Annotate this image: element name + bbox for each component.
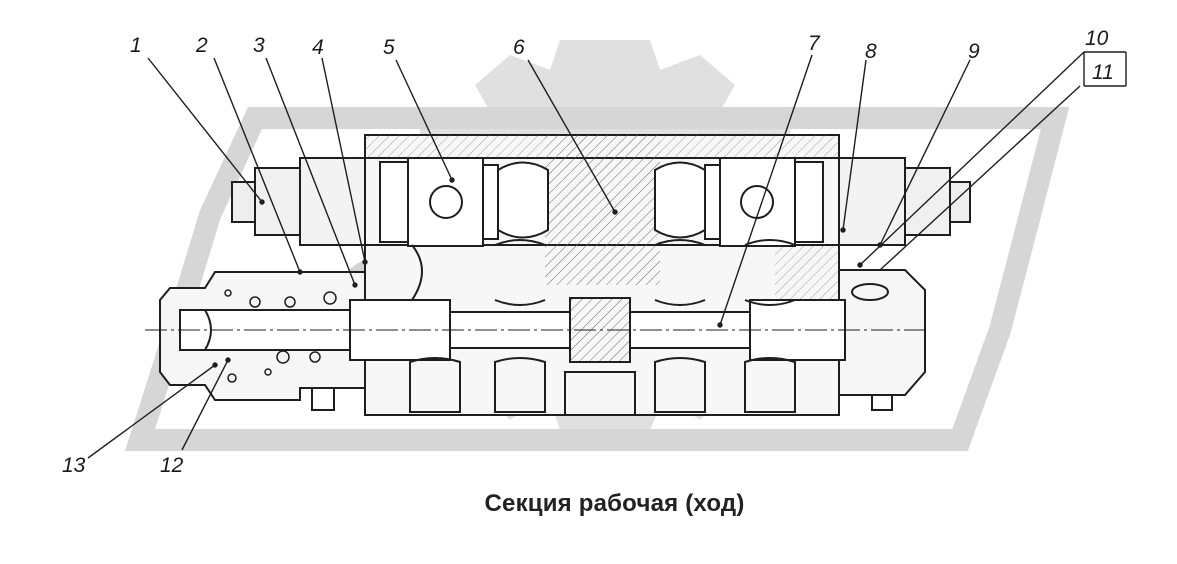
- callout-4: 4: [312, 36, 324, 59]
- figure-caption: Секция рабочая (ход): [0, 490, 1177, 518]
- callout-12: 12: [160, 454, 184, 477]
- callout-labels: 1 2 3 4 5 6 7 8 9 10 11 12 13: [62, 27, 1114, 477]
- caption-text: Секция рабочая (ход): [484, 490, 745, 517]
- callout-9: 9: [968, 40, 980, 63]
- callout-7: 7: [808, 32, 821, 55]
- callout-2: 2: [195, 34, 208, 57]
- callout-8: 8: [865, 40, 877, 63]
- callout-13: 13: [62, 454, 86, 477]
- callout-3: 3: [253, 34, 265, 57]
- valve-body: [145, 134, 971, 416]
- callout-10: 10: [1085, 27, 1109, 50]
- callout-11: 11: [1092, 61, 1114, 84]
- callout-1: 1: [130, 34, 142, 57]
- leader-lines: [87, 51, 1127, 459]
- callout-6: 6: [513, 36, 525, 59]
- callout-5: 5: [383, 36, 395, 59]
